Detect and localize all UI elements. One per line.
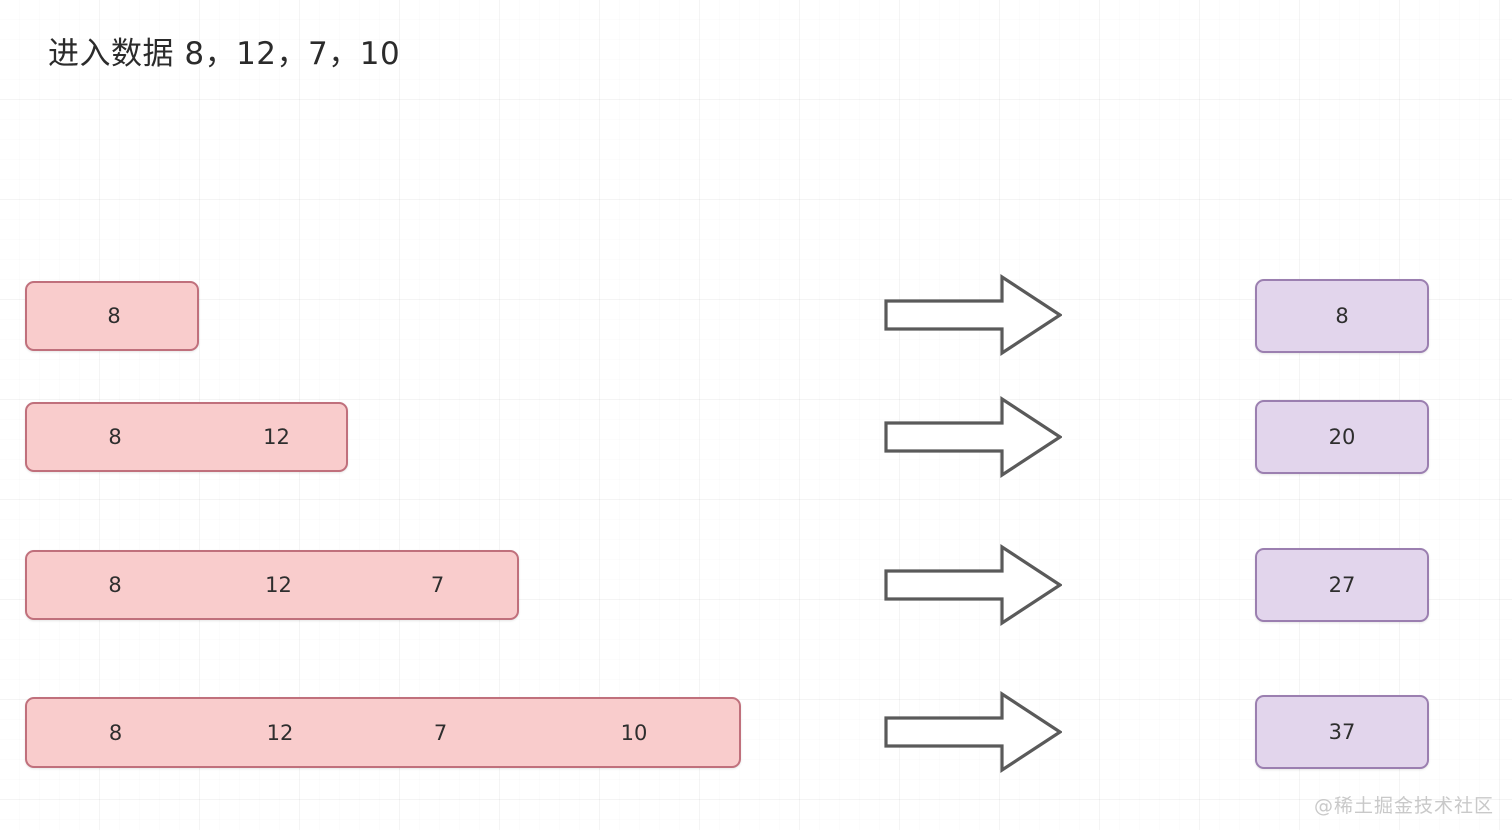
flow-arrow-right-icon bbox=[884, 273, 1062, 357]
input-cell: 8 bbox=[108, 573, 122, 597]
result-box-4: 37 bbox=[1255, 695, 1429, 769]
input-bar-4: 8 12 7 10 bbox=[25, 697, 741, 768]
input-cell: 12 bbox=[266, 720, 294, 745]
result-box-1: 8 bbox=[1255, 279, 1429, 353]
result-box-3: 27 bbox=[1255, 548, 1429, 622]
flow-arrow-right-icon bbox=[884, 690, 1062, 774]
input-cell: 12 bbox=[263, 425, 290, 449]
watermark: @稀土掘金技术社区 bbox=[1313, 795, 1494, 817]
input-cell: 7 bbox=[430, 573, 445, 597]
input-cell: 8 bbox=[108, 425, 122, 449]
flow-arrow-right-icon bbox=[884, 395, 1062, 479]
flow-arrow-right-icon bbox=[884, 543, 1062, 627]
result-box-2: 20 bbox=[1255, 400, 1429, 474]
input-cell: 12 bbox=[265, 573, 292, 597]
input-cell: 8 bbox=[107, 304, 121, 328]
input-cell: 7 bbox=[433, 720, 448, 745]
input-bar-2: 8 12 bbox=[25, 402, 348, 472]
input-cell: 10 bbox=[620, 720, 648, 745]
page-title: 进入数据 8，12，7，10 bbox=[48, 36, 401, 72]
input-cell: 8 bbox=[108, 720, 123, 745]
input-bar-1: 8 bbox=[25, 281, 199, 351]
input-bar-3: 8 12 7 bbox=[25, 550, 519, 620]
